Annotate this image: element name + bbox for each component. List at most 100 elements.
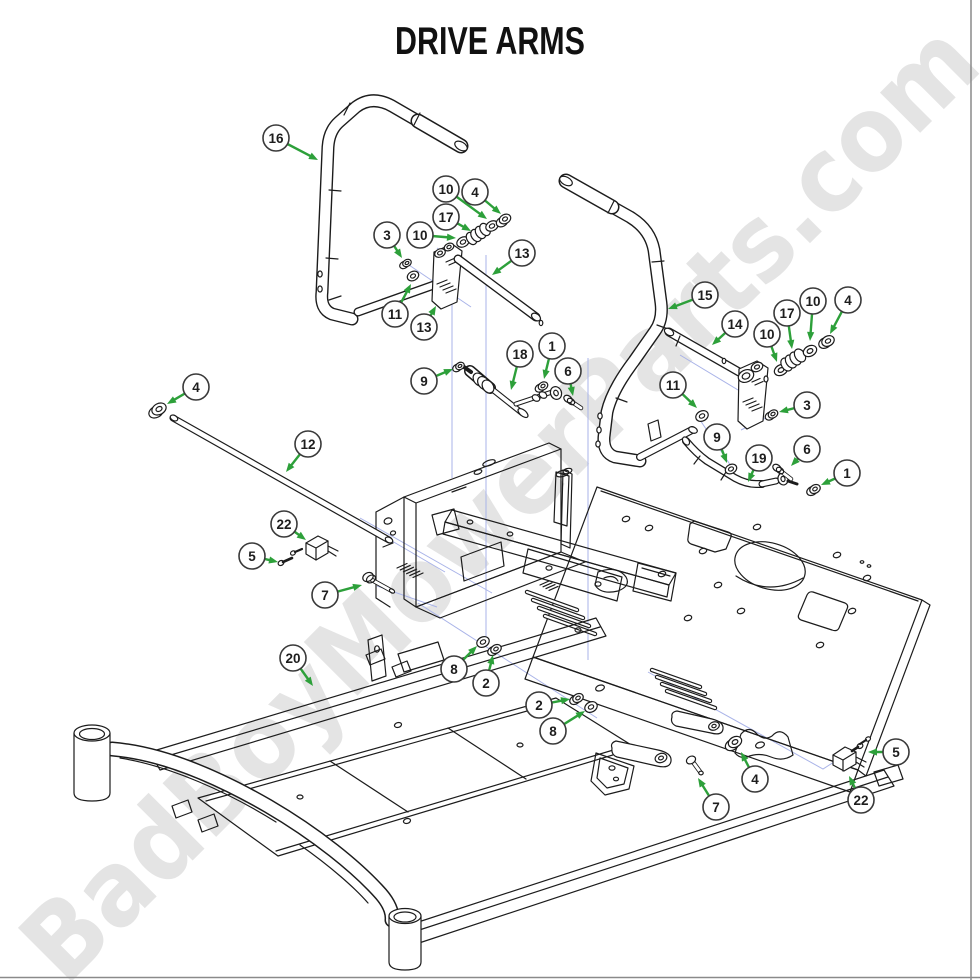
callout-2[interactable]: 2 [472, 655, 500, 697]
callout-arrowhead-icon [748, 472, 756, 482]
callout-circle[interactable] [270, 510, 298, 538]
callout-6[interactable]: 6 [554, 357, 582, 396]
callout-arrowhead-icon [698, 778, 706, 788]
callout-arrowhead-icon [720, 453, 728, 463]
callout-4[interactable]: 4 [167, 373, 210, 404]
callout-circle[interactable] [406, 221, 434, 249]
callout-circle[interactable] [721, 310, 749, 338]
callout-9[interactable]: 9 [703, 423, 731, 463]
callout-4[interactable]: 4 [741, 752, 769, 793]
callout-12[interactable]: 12 [286, 430, 322, 472]
callout-20[interactable]: 20 [279, 644, 313, 686]
callout-circle[interactable] [554, 357, 582, 385]
callout-10[interactable]: 10 [753, 320, 781, 362]
callout-arrowhead-icon [477, 210, 487, 219]
callout-number: 11 [666, 378, 681, 393]
callout-circle[interactable] [691, 281, 719, 309]
callout-number: 8 [549, 724, 557, 739]
callout-circle[interactable] [373, 221, 401, 249]
callout-1[interactable]: 1 [538, 332, 566, 379]
callout-9[interactable]: 9 [410, 367, 453, 395]
callout-circle[interactable] [882, 738, 910, 766]
callout-circle[interactable] [294, 430, 322, 458]
callout-22[interactable]: 22 [270, 510, 306, 540]
callout-circle[interactable] [279, 644, 307, 672]
lap-bar-left [315, 94, 469, 326]
callout-3[interactable]: 3 [373, 221, 402, 258]
callout-14[interactable]: 14 [712, 310, 749, 345]
callout-arrowhead-icon [394, 248, 402, 258]
callout-3[interactable]: 3 [779, 391, 821, 419]
callout-circle[interactable] [432, 175, 460, 203]
callout-circle[interactable] [799, 287, 827, 315]
callout-circle[interactable] [262, 124, 290, 152]
callout-4[interactable]: 4 [461, 178, 501, 214]
callout-17[interactable]: 17 [773, 299, 801, 349]
callout-number: 22 [853, 793, 868, 808]
callout-number: 6 [564, 364, 572, 379]
callout-number: 14 [727, 317, 743, 332]
callout-circle[interactable] [410, 313, 438, 341]
callout-circle[interactable] [834, 286, 862, 314]
callout-13[interactable]: 13 [410, 306, 438, 341]
callout-circle[interactable] [539, 717, 567, 745]
callout-4[interactable]: 4 [830, 286, 862, 334]
callout-2[interactable]: 2 [525, 691, 570, 719]
callout-circle[interactable] [847, 786, 875, 814]
callout-11[interactable]: 11 [659, 371, 697, 408]
hardware-left-stack [399, 213, 512, 282]
callout-10[interactable]: 10 [799, 287, 827, 341]
callout-circle[interactable] [741, 765, 769, 793]
callout-10[interactable]: 10 [406, 221, 456, 249]
callout-6[interactable]: 6 [791, 435, 821, 466]
callout-7[interactable]: 7 [311, 581, 362, 609]
callout-5[interactable]: 5 [868, 738, 910, 766]
callout-17[interactable]: 17 [432, 203, 471, 231]
callout-arrowhead-icon [807, 331, 815, 341]
callout-5[interactable]: 5 [238, 542, 278, 570]
callout-circle[interactable] [311, 581, 339, 609]
callout-number: 4 [471, 185, 479, 200]
callout-16[interactable]: 16 [262, 124, 318, 160]
callout-circle[interactable] [410, 367, 438, 395]
callout-11[interactable]: 11 [381, 284, 411, 328]
callout-18[interactable]: 18 [506, 340, 534, 390]
callout-arrowhead-icon [668, 302, 678, 310]
callout-arrowhead-icon [468, 646, 477, 655]
callout-circle[interactable] [508, 239, 536, 267]
callout-circle[interactable] [538, 332, 566, 360]
callout-circle[interactable] [182, 373, 210, 401]
callout-arrowhead-icon [268, 556, 278, 564]
callout-circle[interactable] [659, 371, 687, 399]
callout-15[interactable]: 15 [668, 281, 719, 310]
callout-22[interactable]: 22 [847, 776, 875, 814]
callout-number: 11 [388, 307, 403, 322]
callout-circle[interactable] [432, 203, 460, 231]
callout-8[interactable]: 8 [440, 646, 477, 683]
drive-arm-left [353, 213, 544, 327]
callout-circle[interactable] [238, 542, 266, 570]
callout-circle[interactable] [381, 300, 409, 328]
callout-circle[interactable] [793, 435, 821, 463]
callout-circle[interactable] [703, 423, 731, 451]
callout-circle[interactable] [702, 793, 730, 821]
callout-8[interactable]: 8 [539, 711, 585, 745]
callout-13[interactable]: 13 [492, 239, 536, 275]
callout-circle[interactable] [773, 299, 801, 327]
callout-circle[interactable] [753, 320, 781, 348]
callout-circle[interactable] [472, 669, 500, 697]
callout-circle[interactable] [793, 391, 821, 419]
callout-circle[interactable] [461, 178, 489, 206]
callout-circle[interactable] [745, 444, 773, 472]
callout-circle[interactable] [833, 459, 861, 487]
callout-circle[interactable] [525, 691, 553, 719]
callout-circle[interactable] [440, 655, 468, 683]
callout-10[interactable]: 10 [432, 175, 487, 219]
callout-number: 17 [438, 210, 453, 225]
callout-7[interactable]: 7 [698, 778, 730, 821]
callout-number: 3 [803, 398, 811, 413]
callout-19[interactable]: 19 [745, 444, 773, 482]
chassis-frame [73, 442, 931, 971]
callout-1[interactable]: 1 [821, 459, 861, 487]
callout-circle[interactable] [506, 340, 534, 368]
